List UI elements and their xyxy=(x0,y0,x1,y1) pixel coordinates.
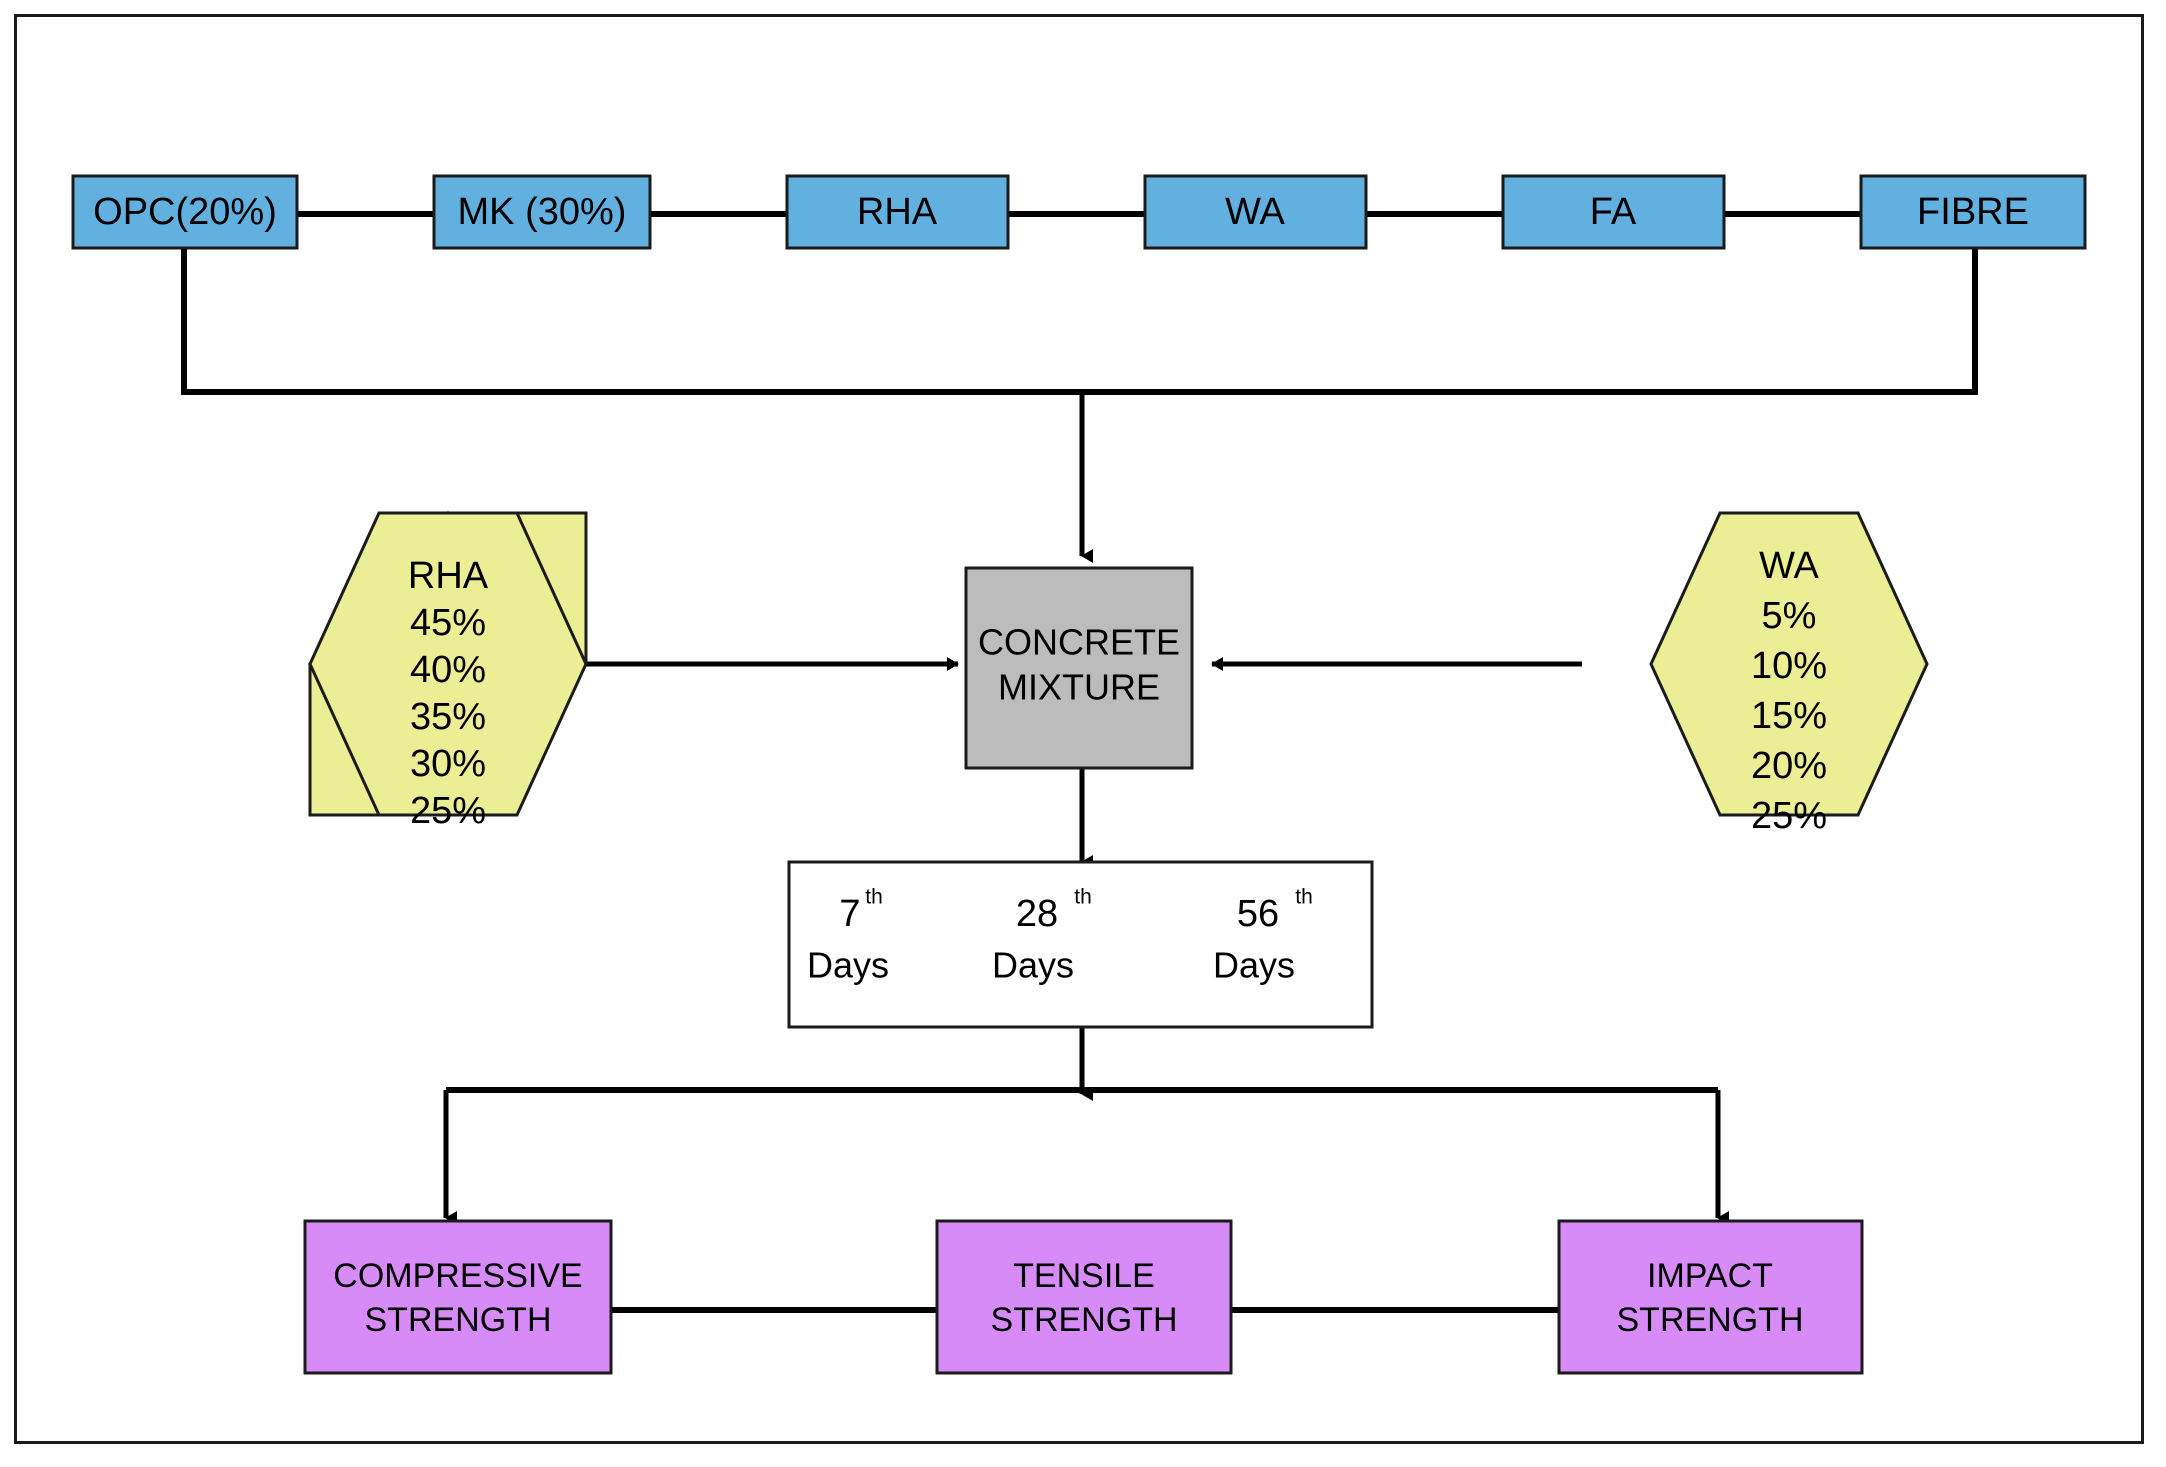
test-label-impact-line1: IMPACT xyxy=(1647,1257,1773,1295)
hexagon-rha-value-2: 35% xyxy=(410,696,486,738)
curing-number-0: 7 xyxy=(839,893,860,935)
material-box-mk[interactable]: MK (30%) xyxy=(432,174,652,250)
curing-suffix-2: th xyxy=(1295,886,1313,909)
bus-path xyxy=(181,248,1978,395)
curing-number-2: 56 xyxy=(1237,893,1279,935)
curing-entry-56days: 56 th Days xyxy=(1213,886,1313,986)
hexagon-wa[interactable]: WA 5% 10% 15% 20% 25% xyxy=(1649,511,1929,837)
material-label-fibre: FIBRE xyxy=(1917,191,2029,233)
curing-number-1: 28 xyxy=(1016,893,1058,935)
test-label-compressive-line1: COMPRESSIVE xyxy=(333,1257,582,1295)
material-box-opc[interactable]: OPC(20%) xyxy=(71,174,299,250)
materials-to-mixture-bus xyxy=(181,248,1978,563)
hexagon-wa-title: WA xyxy=(1759,545,1819,587)
hexagon-rha-value-4: 25% xyxy=(410,790,486,832)
test-label-tensile-line1: TENSILE xyxy=(1013,1257,1155,1295)
material-label-opc: OPC(20%) xyxy=(93,191,277,233)
hexagon-wa-value-0: 5% xyxy=(1762,595,1817,637)
material-box-fibre[interactable]: FIBRE xyxy=(1859,174,2087,250)
hexagon-rha[interactable]: RHA 45% 40% 35% 30% 25% xyxy=(307,510,589,832)
curing-age-box[interactable]: 7 th Days 28 th Days 56 th Days xyxy=(787,860,1374,1029)
hexagon-rha-value-1: 40% xyxy=(410,649,486,691)
curing-suffix-1: th xyxy=(1074,886,1092,909)
hexagon-rha-value-3: 30% xyxy=(410,743,486,785)
curing-to-tests-bus xyxy=(443,1027,1729,1225)
hexagon-wa-value-4: 25% xyxy=(1751,795,1827,837)
hexagon-wa-value-1: 10% xyxy=(1751,645,1827,687)
material-label-mk: MK (30%) xyxy=(458,191,627,233)
test-label-compressive-line2: STRENGTH xyxy=(365,1301,552,1339)
material-box-rha[interactable]: RHA xyxy=(785,174,1010,250)
material-label-wa: WA xyxy=(1225,191,1285,233)
curing-unit-0: Days xyxy=(807,945,889,986)
test-box-compressive[interactable]: COMPRESSIVE STRENGTH xyxy=(303,1219,613,1375)
material-box-fa[interactable]: FA xyxy=(1501,174,1726,250)
test-box-impact[interactable]: IMPACT STRENGTH xyxy=(1557,1219,1864,1375)
curing-entry-28days: 28 th Days xyxy=(992,886,1092,986)
mixture-label-line1: CONCRETE xyxy=(978,622,1180,663)
hexagon-rha-value-0: 45% xyxy=(410,602,486,644)
material-box-wa[interactable]: WA xyxy=(1143,174,1368,250)
curing-entry-7days: 7 th Days xyxy=(807,886,889,986)
concrete-mixture-node[interactable]: CONCRETE MIXTURE xyxy=(964,566,1194,770)
hexagon-rha-title: RHA xyxy=(408,555,489,597)
test-label-impact-line2: STRENGTH xyxy=(1617,1301,1804,1339)
hexagon-wa-value-2: 15% xyxy=(1751,695,1827,737)
hexagon-wa-value-3: 20% xyxy=(1751,745,1827,787)
material-label-fa: FA xyxy=(1590,191,1637,233)
curing-unit-1: Days xyxy=(992,945,1074,986)
test-label-tensile-line2: STRENGTH xyxy=(991,1301,1178,1339)
curing-suffix-0: th xyxy=(865,886,883,909)
curing-unit-2: Days xyxy=(1213,945,1295,986)
test-box-tensile[interactable]: TENSILE STRENGTH xyxy=(935,1219,1233,1375)
material-label-rha: RHA xyxy=(857,191,938,233)
mixture-label-line2: MIXTURE xyxy=(998,667,1160,708)
